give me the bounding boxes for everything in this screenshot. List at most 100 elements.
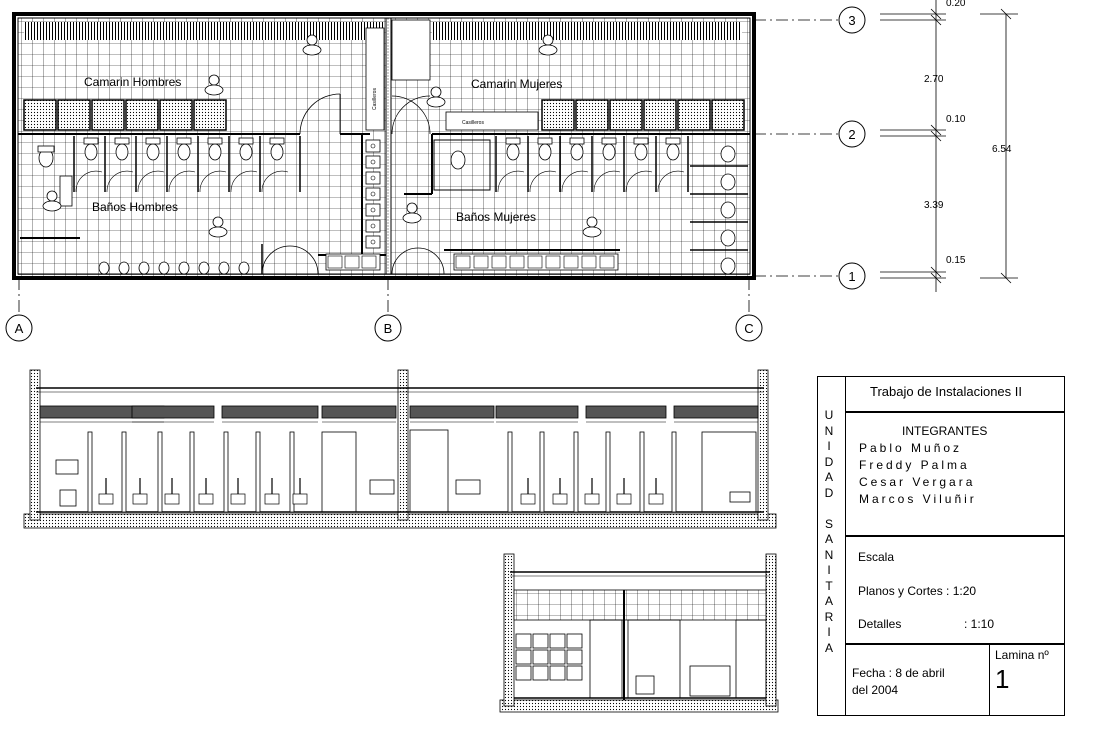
toilet-bowl <box>239 143 253 161</box>
toilet-bowl <box>602 143 616 161</box>
toilet-tank <box>207 137 223 145</box>
toilet-bowl <box>115 143 129 161</box>
bench-seat <box>575 99 609 131</box>
toilet-elevation <box>616 493 632 505</box>
toilet-elevation <box>520 493 536 505</box>
stall-door <box>106 170 134 193</box>
label-camarin-hombres: Camarin Hombres <box>84 75 181 89</box>
clerestory-window <box>673 405 759 419</box>
shower-fixture <box>720 229 736 247</box>
stall-door <box>75 170 103 193</box>
urinal <box>138 261 150 275</box>
stall-partition <box>223 431 229 513</box>
scale-details-label: Detalles <box>858 617 902 631</box>
scale-details-value: : 1:10 <box>964 617 995 631</box>
sink <box>599 255 615 269</box>
lavatory-elevation <box>455 479 481 495</box>
stall-partition <box>539 431 545 513</box>
cross-lockers <box>515 633 583 681</box>
sink <box>455 255 471 269</box>
locker <box>515 665 532 681</box>
accessible-stall-men <box>20 145 80 239</box>
toilet-tank <box>569 137 585 145</box>
sink <box>473 255 489 269</box>
axis-label-b: B <box>384 321 393 336</box>
toilet-tank <box>665 137 681 145</box>
urinal <box>198 261 210 275</box>
benches-women <box>541 99 745 131</box>
locker <box>532 649 549 665</box>
shower-fixture <box>720 145 736 163</box>
toilet-elevation <box>552 493 568 505</box>
stall-door <box>593 170 621 193</box>
shower-fixture <box>720 173 736 191</box>
vertical-title-letter: D <box>824 454 834 469</box>
axis-label-1: 1 <box>848 269 855 284</box>
outer-wall <box>12 12 756 280</box>
urinal-row-men <box>98 261 250 275</box>
stall-partition <box>573 431 579 513</box>
vertical-title-letter: S <box>824 516 833 531</box>
person-head <box>46 190 58 202</box>
stall-partition <box>639 431 645 513</box>
person-shoulders <box>204 84 224 96</box>
dim-2-70: 2.70 <box>924 74 944 85</box>
toilet-elevation <box>164 493 180 505</box>
people-figures <box>42 34 602 238</box>
fixture-drain <box>370 223 376 229</box>
toilet-elevation <box>230 493 246 505</box>
project-title: Trabajo de Instalaciones II <box>870 384 1022 399</box>
door-swings <box>261 93 445 275</box>
toilet-tank <box>601 137 617 145</box>
bench-seat <box>125 99 159 131</box>
person-shoulders <box>42 200 62 212</box>
sheet-label: Lamina nº <box>995 648 1049 662</box>
date-line-1: Fecha : 8 de abril <box>852 666 945 680</box>
person-head <box>430 86 442 98</box>
clerestory-window <box>131 405 215 419</box>
bench-seat <box>643 99 677 131</box>
stall-door <box>261 170 289 193</box>
lavatory-elevation <box>369 479 395 495</box>
urinal <box>218 261 230 275</box>
member-4: Marcos Viluñir <box>859 492 977 506</box>
grid-axis-lines <box>18 19 838 316</box>
locker <box>532 665 549 681</box>
person-shoulders <box>582 226 602 238</box>
floor-plan: Camarin Hombres Camarin Mujeres Baños Ho… <box>5 0 1018 342</box>
toilet-bowl <box>634 143 648 161</box>
axis-label-2: 2 <box>848 127 855 142</box>
toilet-tank <box>114 137 130 145</box>
stall-partition <box>507 431 513 513</box>
clerestory-window <box>495 405 579 419</box>
axis-label-3: 3 <box>848 13 855 28</box>
vertical-title-letter: A <box>824 532 833 546</box>
vertical-title-letter: R <box>824 609 834 624</box>
stall-door <box>625 170 653 193</box>
shower-fixture <box>720 201 736 219</box>
axis-label-c: C <box>744 321 753 336</box>
toilet-tank <box>537 137 553 145</box>
casilleros-women <box>445 111 539 131</box>
toilet-bowl <box>570 143 584 161</box>
person-head <box>208 74 220 86</box>
label-banos-mujeres: Baños Mujeres <box>456 210 536 224</box>
stall-door <box>168 170 196 193</box>
person-shoulders <box>402 212 422 224</box>
members-heading: INTEGRANTES <box>902 424 988 438</box>
locker <box>566 633 583 649</box>
person-head <box>586 216 598 228</box>
section-partitions <box>87 431 677 513</box>
title-block-sheet-cell <box>989 644 1065 716</box>
person-shoulders <box>208 226 228 238</box>
shower-stalls <box>690 145 748 279</box>
locker <box>549 633 566 649</box>
person-head <box>212 216 224 228</box>
toilet-bowl <box>146 143 160 161</box>
center-partition <box>385 17 392 275</box>
member-2: Freddy Palma <box>859 458 970 472</box>
sink <box>361 255 377 269</box>
vertical-title-letter: D <box>824 485 834 500</box>
stall-door <box>529 170 557 193</box>
member-3: Cesar Vergara <box>859 475 976 489</box>
